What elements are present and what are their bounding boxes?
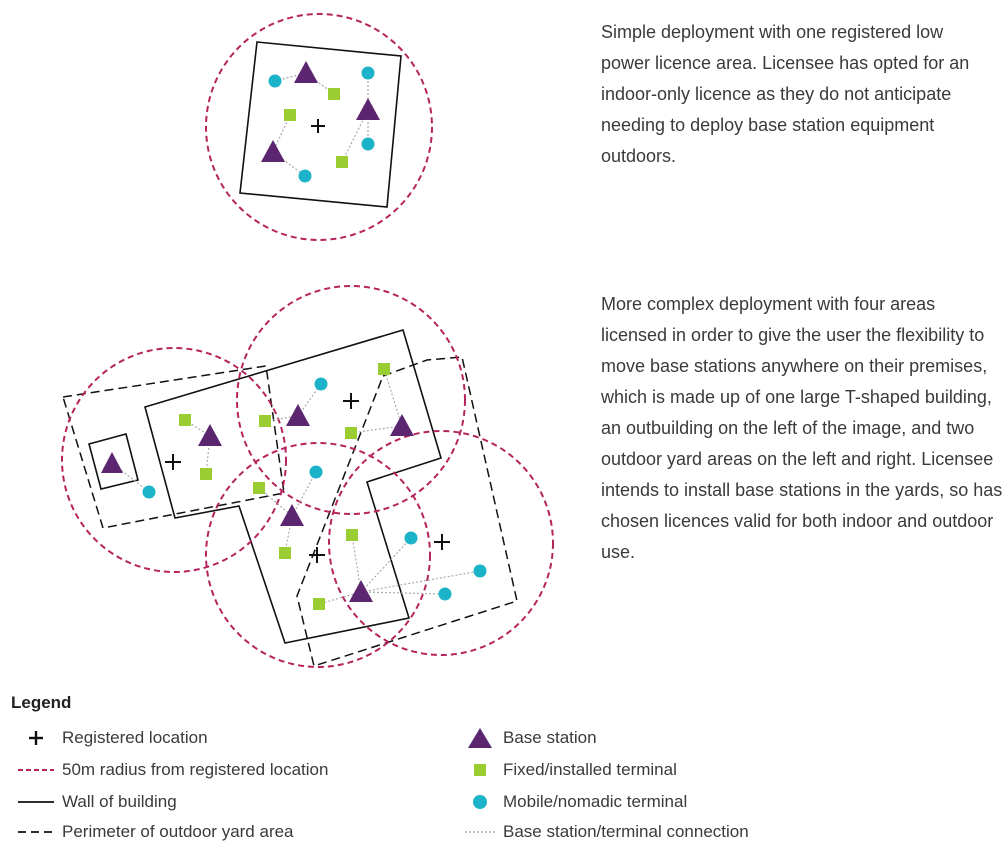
legend-label: Registered location [62, 728, 208, 747]
legend-title: Legend [11, 693, 72, 712]
licence-radius-circle [205, 442, 431, 668]
legend-label: 50m radius from registered location [62, 760, 329, 779]
legend-connection: Base station/terminal connection [465, 820, 749, 844]
legend-label: Mobile/nomadic terminal [503, 792, 688, 811]
deployment-diagram [61, 13, 554, 668]
fixed-terminal [179, 363, 390, 610]
legend-label: Perimeter of outdoor yard area [62, 822, 294, 841]
simple-deployment [205, 13, 433, 241]
complex-deployment-description: More complex deployment with four areas … [601, 294, 1003, 562]
dotted-line-icon [465, 831, 495, 833]
legend-wall: Wall of building [18, 790, 177, 814]
square-icon [474, 764, 486, 776]
left-yard-perimeter [62, 365, 285, 529]
legend-registered-location: Registered location [18, 726, 208, 750]
legend-label: Base station/terminal connection [503, 822, 749, 841]
legend-label: Base station [503, 728, 597, 747]
legend-radius: 50m radius from registered location [18, 758, 328, 782]
complex-deployment [61, 285, 554, 668]
right-yard-perimeter [296, 356, 518, 667]
base-station [101, 404, 414, 602]
legend-base-station: Base station [465, 726, 597, 750]
circle-icon [473, 795, 487, 809]
legend-fixed-terminal: Fixed/installed terminal [465, 758, 677, 782]
triangle-icon [468, 728, 492, 748]
t-building-wall [144, 329, 442, 644]
fixed-terminal [284, 88, 348, 168]
licence-radius-circle [205, 13, 433, 241]
solid-line-icon [18, 801, 54, 803]
registered-location [311, 119, 325, 133]
mobile-terminal [142, 377, 487, 601]
licence-radius-circle [236, 285, 466, 515]
dashed-line-icon [18, 831, 54, 833]
legend-mobile-terminal: Mobile/nomadic terminal [465, 790, 687, 814]
base-station [261, 61, 380, 162]
building-wall [239, 41, 402, 208]
mobile-terminal [268, 66, 375, 183]
licence-radius-circle [61, 347, 287, 573]
simple-deployment-description: Simple deployment with one registered lo… [601, 22, 970, 166]
plus-icon [29, 731, 43, 745]
registered-location [165, 393, 450, 563]
dashed-circle-icon [18, 769, 54, 771]
outbuilding-wall [88, 433, 139, 490]
legend-label: Wall of building [62, 792, 177, 811]
licence-radius-circle [328, 430, 554, 656]
legend-perimeter: Perimeter of outdoor yard area [18, 820, 294, 844]
legend-label: Fixed/installed terminal [503, 760, 677, 779]
connections [272, 72, 369, 177]
